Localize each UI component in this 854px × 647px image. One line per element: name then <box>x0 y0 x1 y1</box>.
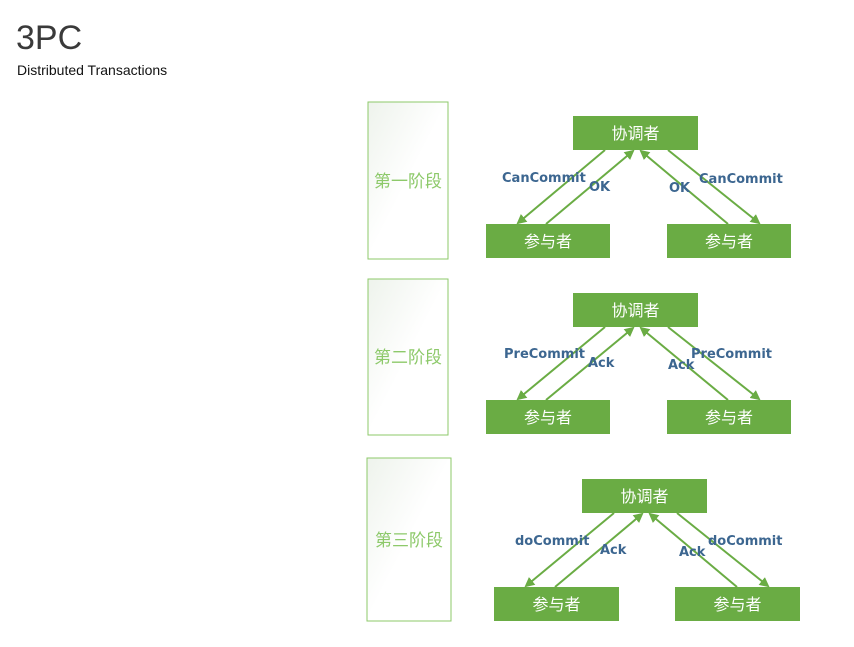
phase-2-participant-right-node <box>667 400 791 434</box>
phase-1-participant-left-node <box>486 224 610 258</box>
phase-3-participant-left-label: 参与者 <box>532 595 580 614</box>
phase-2-coordinator-label: 协调者 <box>611 301 659 320</box>
phase-2-msg-right-reply: Ack <box>668 358 695 373</box>
phase-3-arrow-right-request <box>676 512 770 588</box>
phase-3-participant-right-node <box>675 587 800 621</box>
phase-3-box <box>366 457 452 622</box>
phase-3-coordinator-label: 协调者 <box>620 487 668 506</box>
phase-2-msg-left-request: PreCommit <box>504 347 585 362</box>
phase-1-label: 第一阶段 <box>374 172 442 192</box>
phase-1-arrow-left-request <box>516 149 606 225</box>
phase-1-coordinator-node <box>573 116 698 150</box>
phase-3-msg-right-request: doCommit <box>708 534 782 549</box>
phase-3-msg-left-reply: Ack <box>600 543 627 558</box>
phase-2-msg-left-reply: Ack <box>588 356 615 371</box>
phase-2-participant-right-label: 参与者 <box>705 408 753 427</box>
phase-1-participant-left-label: 参与者 <box>524 232 572 251</box>
phase-1-participant-right-node <box>667 224 791 258</box>
phase-2-msg-right-request: PreCommit <box>691 347 772 362</box>
phase-2-box <box>367 278 449 436</box>
phase-1-msg-right-reply: OK <box>669 181 691 196</box>
phase-1-arrow-left-reply <box>545 149 635 225</box>
phase-2-coordinator-node <box>573 293 698 327</box>
phase-2-arrow-right-request <box>667 326 761 401</box>
phase-1-box <box>367 101 449 260</box>
phase-3-coordinator-node <box>582 479 707 513</box>
phase-2-arrow-left-reply <box>545 326 635 401</box>
phase-1: 第一阶段 协调者 参与者 参与者 CanCommit OK OK CanComm… <box>367 101 791 260</box>
phase-2-arrow-right-reply <box>639 326 729 401</box>
phase-3-participant-right-label: 参与者 <box>713 595 761 614</box>
phase-2-participant-left-node <box>486 400 610 434</box>
phase-3-msg-left-request: doCommit <box>515 534 589 549</box>
phase-3-participant-left-node <box>494 587 619 621</box>
phase-3: 第三阶段 协调者 参与者 参与者 doCommit Ack Ack doComm… <box>366 457 800 622</box>
phase-1-msg-left-request: CanCommit <box>502 171 586 186</box>
phase-2-arrow-left-request <box>516 326 606 401</box>
phase-2: 第二阶段 协调者 参与者 参与者 PreCommit Ack Ack PreCo… <box>367 278 791 436</box>
phase-1-msg-left-reply: OK <box>589 180 611 195</box>
phase-1-participant-right-label: 参与者 <box>705 232 753 251</box>
phase-1-arrow-right-request <box>667 149 761 225</box>
phase-1-arrow-right-reply <box>639 149 729 225</box>
phase-1-msg-right-request: CanCommit <box>699 172 783 187</box>
phase-3-arrow-right-reply <box>648 512 738 588</box>
phase-1-coordinator-label: 协调者 <box>611 124 659 143</box>
phase-2-label: 第二阶段 <box>374 348 442 368</box>
phase-3-msg-right-reply: Ack <box>679 545 706 560</box>
page-subtitle: Distributed Transactions <box>17 62 168 78</box>
phase-3-arrow-left-reply <box>554 512 644 588</box>
page-title: 3PC <box>16 19 83 57</box>
phase-3-label: 第三阶段 <box>375 531 443 551</box>
phase-2-participant-left-label: 参与者 <box>524 408 572 427</box>
phase-3-arrow-left-request <box>524 512 615 588</box>
